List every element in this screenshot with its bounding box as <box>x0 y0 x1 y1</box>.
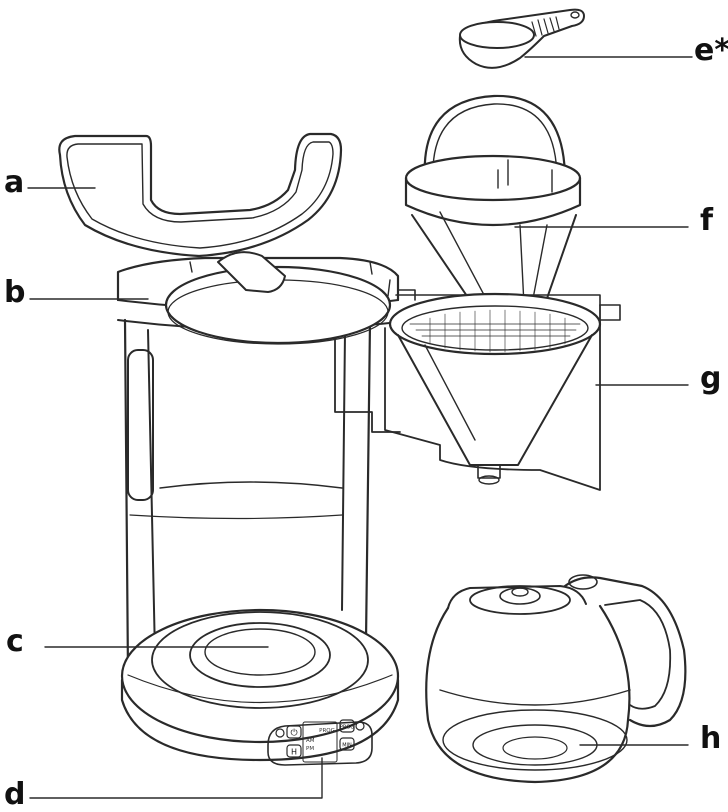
label-c: c <box>6 624 24 659</box>
label-g: g <box>700 361 722 396</box>
panel-am-text: AM <box>306 738 315 744</box>
panel-h-button-label: H <box>291 748 297 757</box>
part-e-measuring-spoon <box>458 8 585 69</box>
label-b: b <box>4 275 26 310</box>
part-a-lid <box>58 132 343 258</box>
leader-d <box>29 757 323 799</box>
label-f: f <box>700 203 714 238</box>
part-d-control-panel <box>267 719 373 766</box>
panel-min-button-label: MIN <box>342 743 352 749</box>
label-h: h <box>700 721 722 756</box>
part-g-filter-support <box>384 292 621 491</box>
panel-prog-text: PROG <box>319 728 335 734</box>
leader-lines <box>27 56 693 799</box>
panel-power-symbol: ⏻ <box>290 728 297 739</box>
part-h-carafe <box>425 574 687 784</box>
panel-pm-text: PM <box>306 746 314 752</box>
label-a: a <box>4 165 25 200</box>
label-d: d <box>4 777 26 812</box>
label-e: e* <box>694 33 728 68</box>
part-b-body <box>116 251 416 677</box>
panel-prog-button-label: PROG <box>340 725 354 731</box>
part-c-base-hotplate <box>120 608 400 762</box>
